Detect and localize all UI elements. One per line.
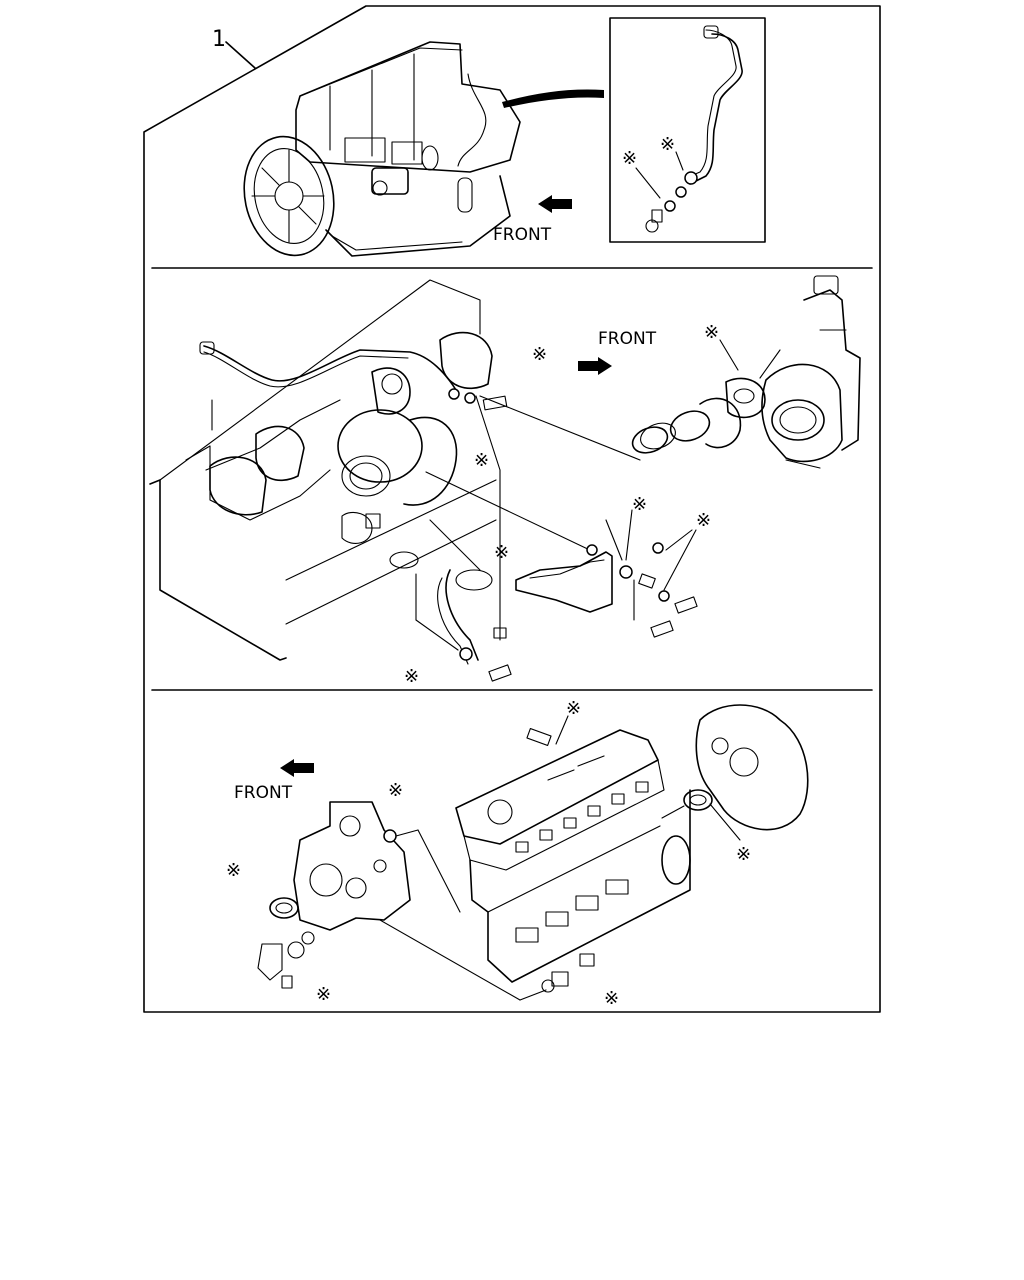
front-arrow-icon (280, 759, 314, 777)
front-label: FRONT (598, 329, 657, 349)
front-indicator: FRONT (234, 759, 314, 803)
asterisk-mark-icon: ※ (704, 322, 719, 343)
asterisk-mark-icon: ※ (566, 698, 581, 719)
asterisk-mark-icon: ※ (404, 666, 419, 687)
engine-assembly-drawing (243, 41, 604, 257)
asterisk-marks: ※ ※ ※ ※ ※ ※ (226, 698, 751, 1009)
top-panel: ※ ※ FRONT (243, 17, 766, 257)
callout-1: 1 (212, 27, 256, 69)
front-indicator: FRONT (493, 195, 572, 245)
asterisk-mark-icon: ※ (696, 510, 711, 531)
intake-elbow-drawing (631, 275, 861, 469)
asterisk-mark-icon: ※ (226, 860, 241, 881)
asterisk-mark-icon: ※ (532, 344, 547, 365)
cylinder-block-drawing (455, 715, 691, 993)
diagram-frame (143, 5, 881, 1013)
front-cover-drawing (257, 801, 547, 1001)
asterisk-mark-icon: ※ (316, 984, 331, 1005)
asterisk-mark-icon: ※ (494, 542, 509, 563)
front-indicator: FRONT (578, 329, 657, 375)
flywheel-housing-drawing (661, 704, 809, 841)
front-arrow-icon (578, 357, 612, 375)
asterisk-mark-icon: ※ (632, 494, 647, 515)
turbocharger-drawing (149, 279, 641, 682)
bracket-hardware-drawing (448, 388, 698, 638)
middle-panel: FRONT ※ ※ ※ ※ ※ ※ ※ (149, 275, 861, 687)
front-label: FRONT (234, 783, 293, 803)
asterisk-marks: ※ ※ ※ ※ ※ ※ ※ (404, 322, 719, 687)
asterisk-mark-icon: ※ (604, 988, 619, 1009)
asterisk-mark-icon: ※ (474, 450, 489, 471)
asterisk-mark-icon: ※ (660, 134, 675, 155)
front-arrow-icon (538, 195, 572, 213)
callout-number: 1 (212, 27, 226, 52)
asterisk-mark-icon: ※ (622, 148, 637, 169)
inset-oil-pipe: ※ ※ (609, 17, 766, 243)
asterisk-mark-icon: ※ (388, 780, 403, 801)
asterisk-mark-icon: ※ (736, 844, 751, 865)
front-label: FRONT (493, 225, 552, 245)
bottom-panel: FRONT ※ ※ ※ ※ ※ ※ (226, 698, 809, 1009)
